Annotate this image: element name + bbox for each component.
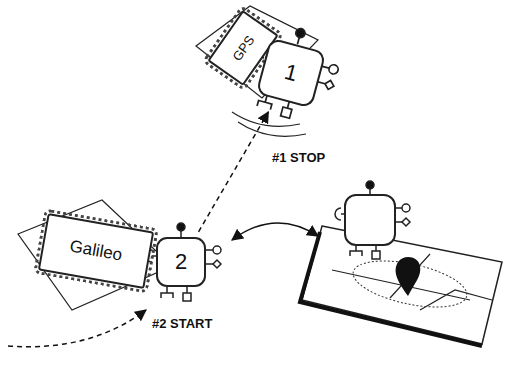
node-text: 1 [282, 59, 301, 87]
edge-label: #1 STOP [270, 150, 327, 165]
node-text: GPS [229, 32, 257, 63]
step-label: #2 START [150, 316, 214, 331]
robot-2: 2 [156, 237, 206, 287]
node-text: 2 [175, 249, 187, 275]
dashed-arrow [199, 112, 269, 232]
node-text: Galileo [68, 237, 124, 266]
